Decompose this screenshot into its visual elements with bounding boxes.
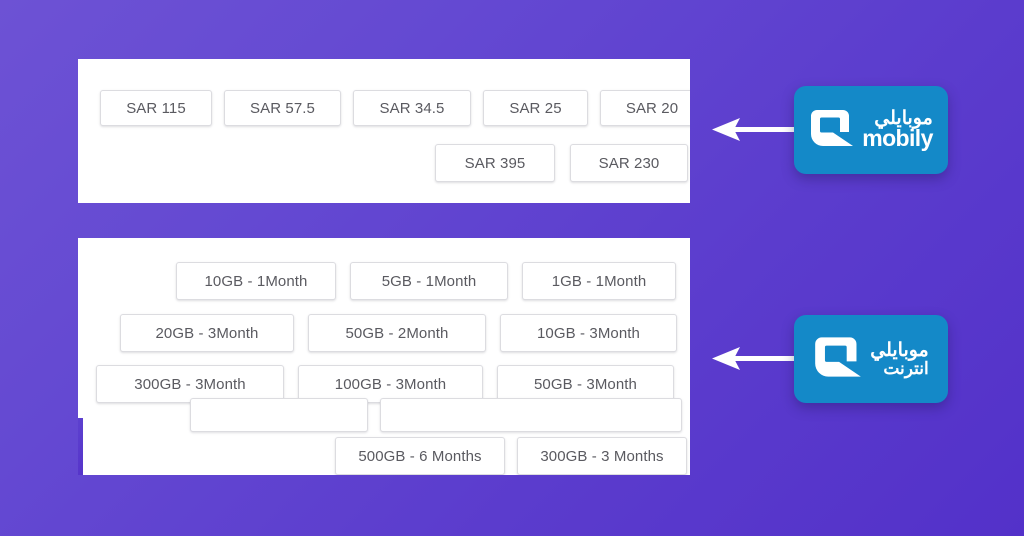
chip-sar-115[interactable]: SAR 115: [100, 90, 212, 126]
mobily-internet-logo-badge: موبايلي انترنت: [794, 315, 948, 403]
mobily-internet-logo-text: موبايلي انترنت: [870, 339, 929, 379]
chip-300gb-3month[interactable]: 300GB - 3Month: [96, 365, 284, 403]
data-row-4: 500GB - 6 Months 300GB - 3 Months: [335, 437, 687, 475]
mobily-internet-arabic-subtitle: انترنت: [883, 359, 929, 379]
chip-partial-left[interactable]: [190, 398, 368, 432]
mobily-logo-badge: موبايلي mobily: [794, 86, 948, 174]
data-row-partial-clipped: [190, 398, 682, 432]
chip-sar-395[interactable]: SAR 395: [435, 144, 555, 182]
data-row-1: 10GB - 1Month 5GB - 1Month 1GB - 1Month: [176, 262, 676, 300]
mobily-q-mark-icon: [813, 333, 863, 386]
card-edge-artifact: [78, 418, 83, 475]
chip-50gb-2month[interactable]: 50GB - 2Month: [308, 314, 486, 352]
offers-card: SAR 115 SAR 57.5 SAR 34.5 SAR 25 SAR 20 …: [78, 59, 690, 203]
chip-300gb-3months[interactable]: 300GB - 3 Months: [517, 437, 687, 475]
arrow-data-to-logo: [710, 342, 798, 376]
chip-20gb-3month[interactable]: 20GB - 3Month: [120, 314, 294, 352]
mobily-arabic-wordmark: موبايلي: [874, 108, 933, 130]
offers-row-1: SAR 115 SAR 57.5 SAR 34.5 SAR 25 SAR 20: [100, 90, 690, 126]
chip-sar-20[interactable]: SAR 20: [600, 90, 690, 126]
data-chip-grid: 10GB - 1Month 5GB - 1Month 1GB - 1Month …: [78, 238, 690, 475]
offers-chip-grid: SAR 115 SAR 57.5 SAR 34.5 SAR 25 SAR 20 …: [78, 59, 690, 203]
chip-50gb-3month[interactable]: 50GB - 3Month: [497, 365, 674, 403]
chip-sar-25[interactable]: SAR 25: [483, 90, 588, 126]
arrow-offers-to-logo: [710, 113, 798, 147]
mobily-logo-text: موبايلي mobily: [862, 109, 933, 151]
chip-sar-57-5[interactable]: SAR 57.5: [224, 90, 341, 126]
chip-sar-34-5[interactable]: SAR 34.5: [353, 90, 471, 126]
data-row-2: 20GB - 3Month 50GB - 2Month 10GB - 3Mont…: [120, 314, 677, 352]
chip-10gb-3month[interactable]: 10GB - 3Month: [500, 314, 677, 352]
chip-sar-230[interactable]: SAR 230: [570, 144, 688, 182]
mobily-q-mark-icon: [809, 106, 855, 155]
chip-1gb-1month[interactable]: 1GB - 1Month: [522, 262, 676, 300]
data-packages-card: 10GB - 1Month 5GB - 1Month 1GB - 1Month …: [78, 238, 690, 475]
chip-10gb-1month[interactable]: 10GB - 1Month: [176, 262, 336, 300]
offers-row-2: SAR 395 SAR 230: [435, 144, 688, 182]
mobily-internet-arabic-wordmark: موبايلي: [870, 339, 929, 361]
chip-partial-right[interactable]: [380, 398, 682, 432]
chip-500gb-6months[interactable]: 500GB - 6 Months: [335, 437, 505, 475]
data-row-3: 300GB - 3Month 100GB - 3Month 50GB - 3Mo…: [96, 365, 674, 403]
mobily-latin-wordmark: mobily: [862, 125, 933, 152]
chip-5gb-1month[interactable]: 5GB - 1Month: [350, 262, 508, 300]
